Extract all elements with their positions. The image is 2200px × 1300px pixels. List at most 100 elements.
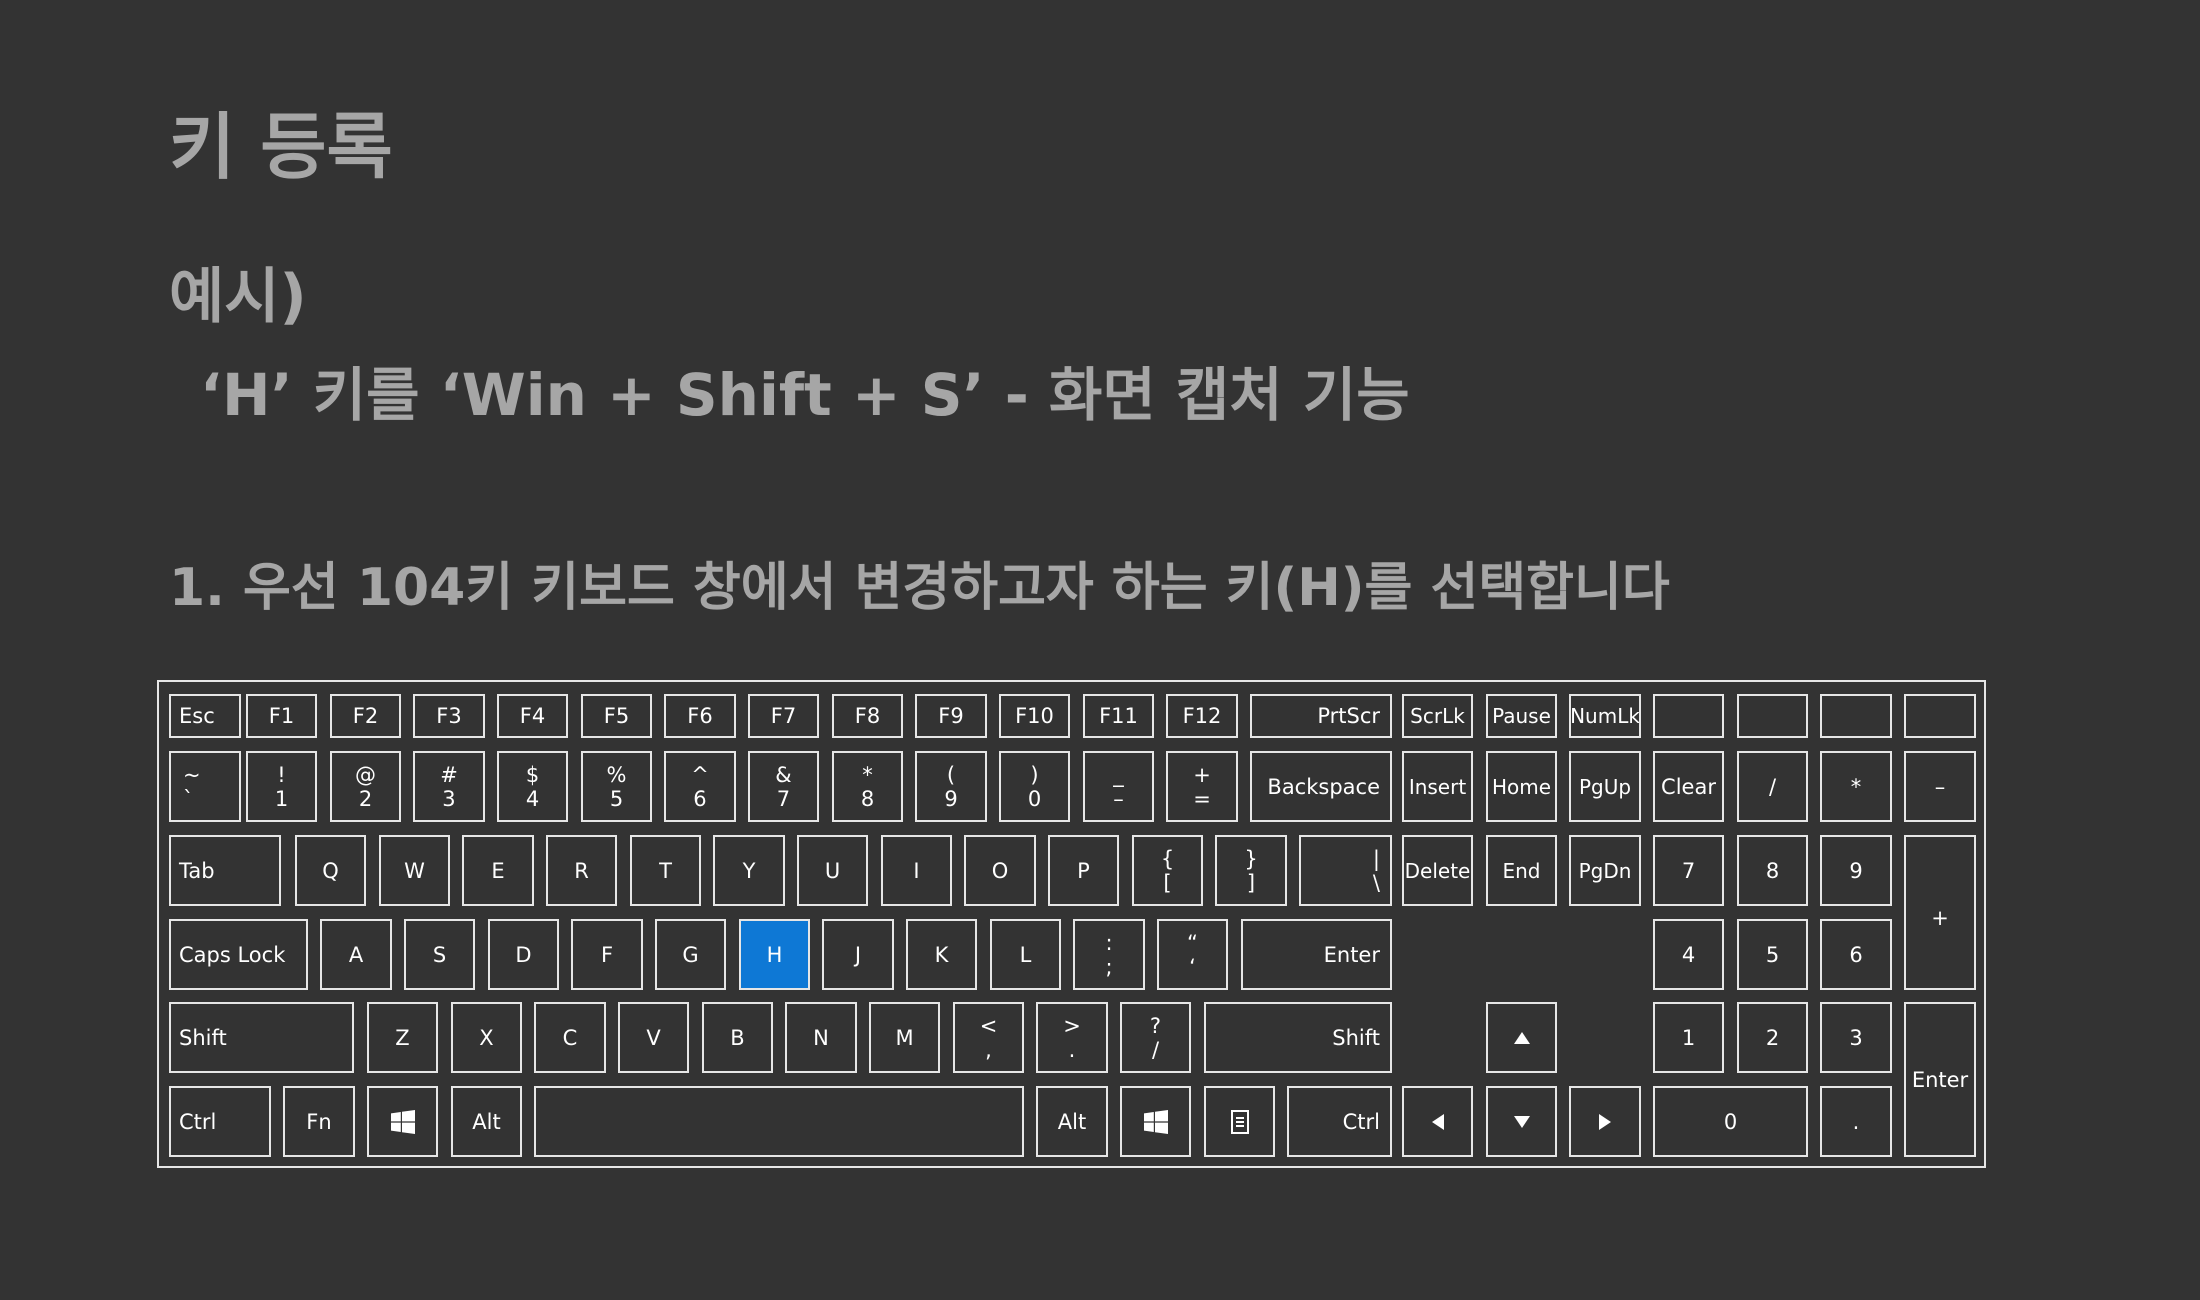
key-num-plus[interactable]: + — [1904, 835, 1976, 990]
key-pgdn[interactable]: PgDn — [1569, 835, 1641, 906]
key-semicolon[interactable]: :; — [1073, 919, 1145, 990]
key-n[interactable]: N — [785, 1002, 857, 1073]
key-prtscr[interactable]: PrtScr — [1250, 694, 1392, 738]
key-e[interactable]: E — [462, 835, 534, 906]
key-period[interactable]: >. — [1036, 1002, 1108, 1073]
key-arrow-up[interactable] — [1486, 1002, 1557, 1073]
key-5[interactable]: %5 — [581, 751, 652, 822]
key-0[interactable]: )0 — [999, 751, 1070, 822]
key-f12[interactable]: F12 — [1166, 694, 1238, 738]
key-num-slash[interactable]: / — [1737, 751, 1808, 822]
key-blank-3[interactable] — [1820, 694, 1892, 738]
key-numlk[interactable]: NumLk — [1569, 694, 1641, 738]
key-num-5[interactable]: 5 — [1737, 919, 1808, 990]
key-y[interactable]: Y — [713, 835, 785, 906]
key-f7[interactable]: F7 — [748, 694, 819, 738]
key-num-dot[interactable]: . — [1820, 1086, 1892, 1157]
key-arrow-right[interactable] — [1569, 1086, 1641, 1157]
key-f4[interactable]: F4 — [497, 694, 568, 738]
key-t[interactable]: T — [630, 835, 701, 906]
key-arrow-down[interactable] — [1486, 1086, 1557, 1157]
key-1[interactable]: !1 — [246, 751, 317, 822]
key-backspace[interactable]: Backspace — [1250, 751, 1392, 822]
key-num-4[interactable]: 4 — [1653, 919, 1724, 990]
key-9[interactable]: (9 — [915, 751, 987, 822]
key-num-3[interactable]: 3 — [1820, 1002, 1892, 1073]
key-insert[interactable]: Insert — [1402, 751, 1473, 822]
key-k[interactable]: K — [906, 919, 977, 990]
key-num-6[interactable]: 6 — [1820, 919, 1892, 990]
key-f2[interactable]: F2 — [330, 694, 401, 738]
key-clear[interactable]: Clear — [1653, 751, 1724, 822]
key-c[interactable]: C — [534, 1002, 606, 1073]
key-slash[interactable]: ?/ — [1120, 1002, 1191, 1073]
key-backslash[interactable]: |\ — [1299, 835, 1392, 906]
key-f8[interactable]: F8 — [832, 694, 903, 738]
key-z[interactable]: Z — [367, 1002, 438, 1073]
key-tab[interactable]: Tab — [169, 835, 281, 906]
key-comma[interactable]: <, — [953, 1002, 1024, 1073]
key-f[interactable]: F — [571, 919, 643, 990]
key-f11[interactable]: F11 — [1083, 694, 1154, 738]
key-blank-1[interactable] — [1653, 694, 1724, 738]
key-f3[interactable]: F3 — [413, 694, 485, 738]
key-num-star[interactable]: * — [1820, 751, 1892, 822]
key-fn[interactable]: Fn — [283, 1086, 355, 1157]
key-num-9[interactable]: 9 — [1820, 835, 1892, 906]
key-f1[interactable]: F1 — [246, 694, 317, 738]
key-capslock[interactable]: Caps Lock — [169, 919, 308, 990]
key-num-8[interactable]: 8 — [1737, 835, 1808, 906]
key-f9[interactable]: F9 — [915, 694, 987, 738]
key-scrlk[interactable]: ScrLk — [1402, 694, 1473, 738]
key-u[interactable]: U — [797, 835, 868, 906]
key-6[interactable]: ^6 — [664, 751, 736, 822]
key-right-ctrl[interactable]: Ctrl — [1287, 1086, 1392, 1157]
key-d[interactable]: D — [488, 919, 559, 990]
key-3[interactable]: #3 — [413, 751, 485, 822]
key-num-minus[interactable]: – — [1904, 751, 1976, 822]
key-left-bracket[interactable]: {[ — [1132, 835, 1203, 906]
key-esc[interactable]: Esc — [169, 694, 241, 738]
key-i[interactable]: I — [881, 835, 952, 906]
key-enter[interactable]: Enter — [1241, 919, 1392, 990]
key-left-ctrl[interactable]: Ctrl — [169, 1086, 271, 1157]
key-backtick[interactable]: ~` — [169, 751, 241, 822]
key-arrow-left[interactable] — [1402, 1086, 1473, 1157]
key-x[interactable]: X — [451, 1002, 522, 1073]
key-q[interactable]: Q — [295, 835, 366, 906]
key-space[interactable] — [534, 1086, 1024, 1157]
key-blank-2[interactable] — [1737, 694, 1808, 738]
key-minus[interactable]: _– — [1083, 751, 1154, 822]
key-num-1[interactable]: 1 — [1653, 1002, 1724, 1073]
key-w[interactable]: W — [379, 835, 450, 906]
key-left-alt[interactable]: Alt — [451, 1086, 522, 1157]
key-num-7[interactable]: 7 — [1653, 835, 1724, 906]
key-b[interactable]: B — [702, 1002, 773, 1073]
key-equal[interactable]: += — [1166, 751, 1238, 822]
key-g[interactable]: G — [655, 919, 726, 990]
key-left-shift[interactable]: Shift — [169, 1002, 354, 1073]
key-v[interactable]: V — [618, 1002, 689, 1073]
key-j[interactable]: J — [822, 919, 894, 990]
key-right-alt[interactable]: Alt — [1036, 1086, 1108, 1157]
key-right-bracket[interactable]: }] — [1215, 835, 1287, 906]
key-r[interactable]: R — [546, 835, 617, 906]
key-7[interactable]: &7 — [748, 751, 819, 822]
key-num-2[interactable]: 2 — [1737, 1002, 1808, 1073]
key-8[interactable]: *8 — [832, 751, 903, 822]
key-quote[interactable]: “‘ — [1157, 919, 1228, 990]
key-a[interactable]: A — [320, 919, 392, 990]
key-f5[interactable]: F5 — [581, 694, 652, 738]
key-home[interactable]: Home — [1486, 751, 1557, 822]
key-l[interactable]: L — [990, 919, 1061, 990]
key-s[interactable]: S — [404, 919, 475, 990]
key-right-win[interactable] — [1120, 1086, 1191, 1157]
key-blank-4[interactable] — [1904, 694, 1976, 738]
key-num-enter[interactable]: Enter — [1904, 1002, 1976, 1157]
key-h-selected[interactable]: H — [739, 919, 810, 990]
key-pgup[interactable]: PgUp — [1569, 751, 1641, 822]
key-m[interactable]: M — [869, 1002, 940, 1073]
key-f10[interactable]: F10 — [999, 694, 1070, 738]
key-left-win[interactable] — [367, 1086, 438, 1157]
key-f6[interactable]: F6 — [664, 694, 736, 738]
